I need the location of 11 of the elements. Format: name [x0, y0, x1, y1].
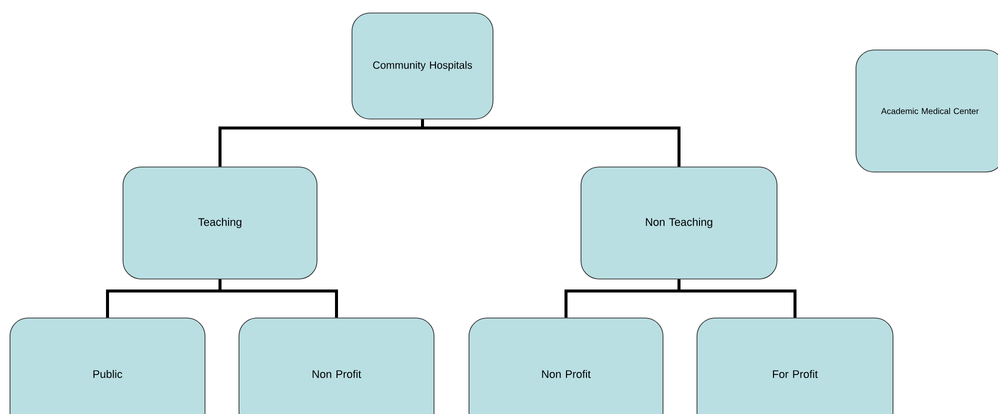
connector: [218, 279, 338, 318]
connector: [421, 119, 680, 167]
org-box: Non Teaching: [580, 166, 778, 280]
org-box: Non Profit: [238, 318, 434, 414]
org-box: Non Profit: [468, 318, 664, 414]
org-box: Academic Medical Center: [856, 50, 998, 172]
org-box: Community Hospitals: [352, 12, 494, 120]
org-box: Teaching: [122, 166, 318, 280]
org-box: For Profit: [696, 318, 894, 414]
org-box: Public: [10, 318, 206, 414]
connector: [678, 279, 796, 318]
